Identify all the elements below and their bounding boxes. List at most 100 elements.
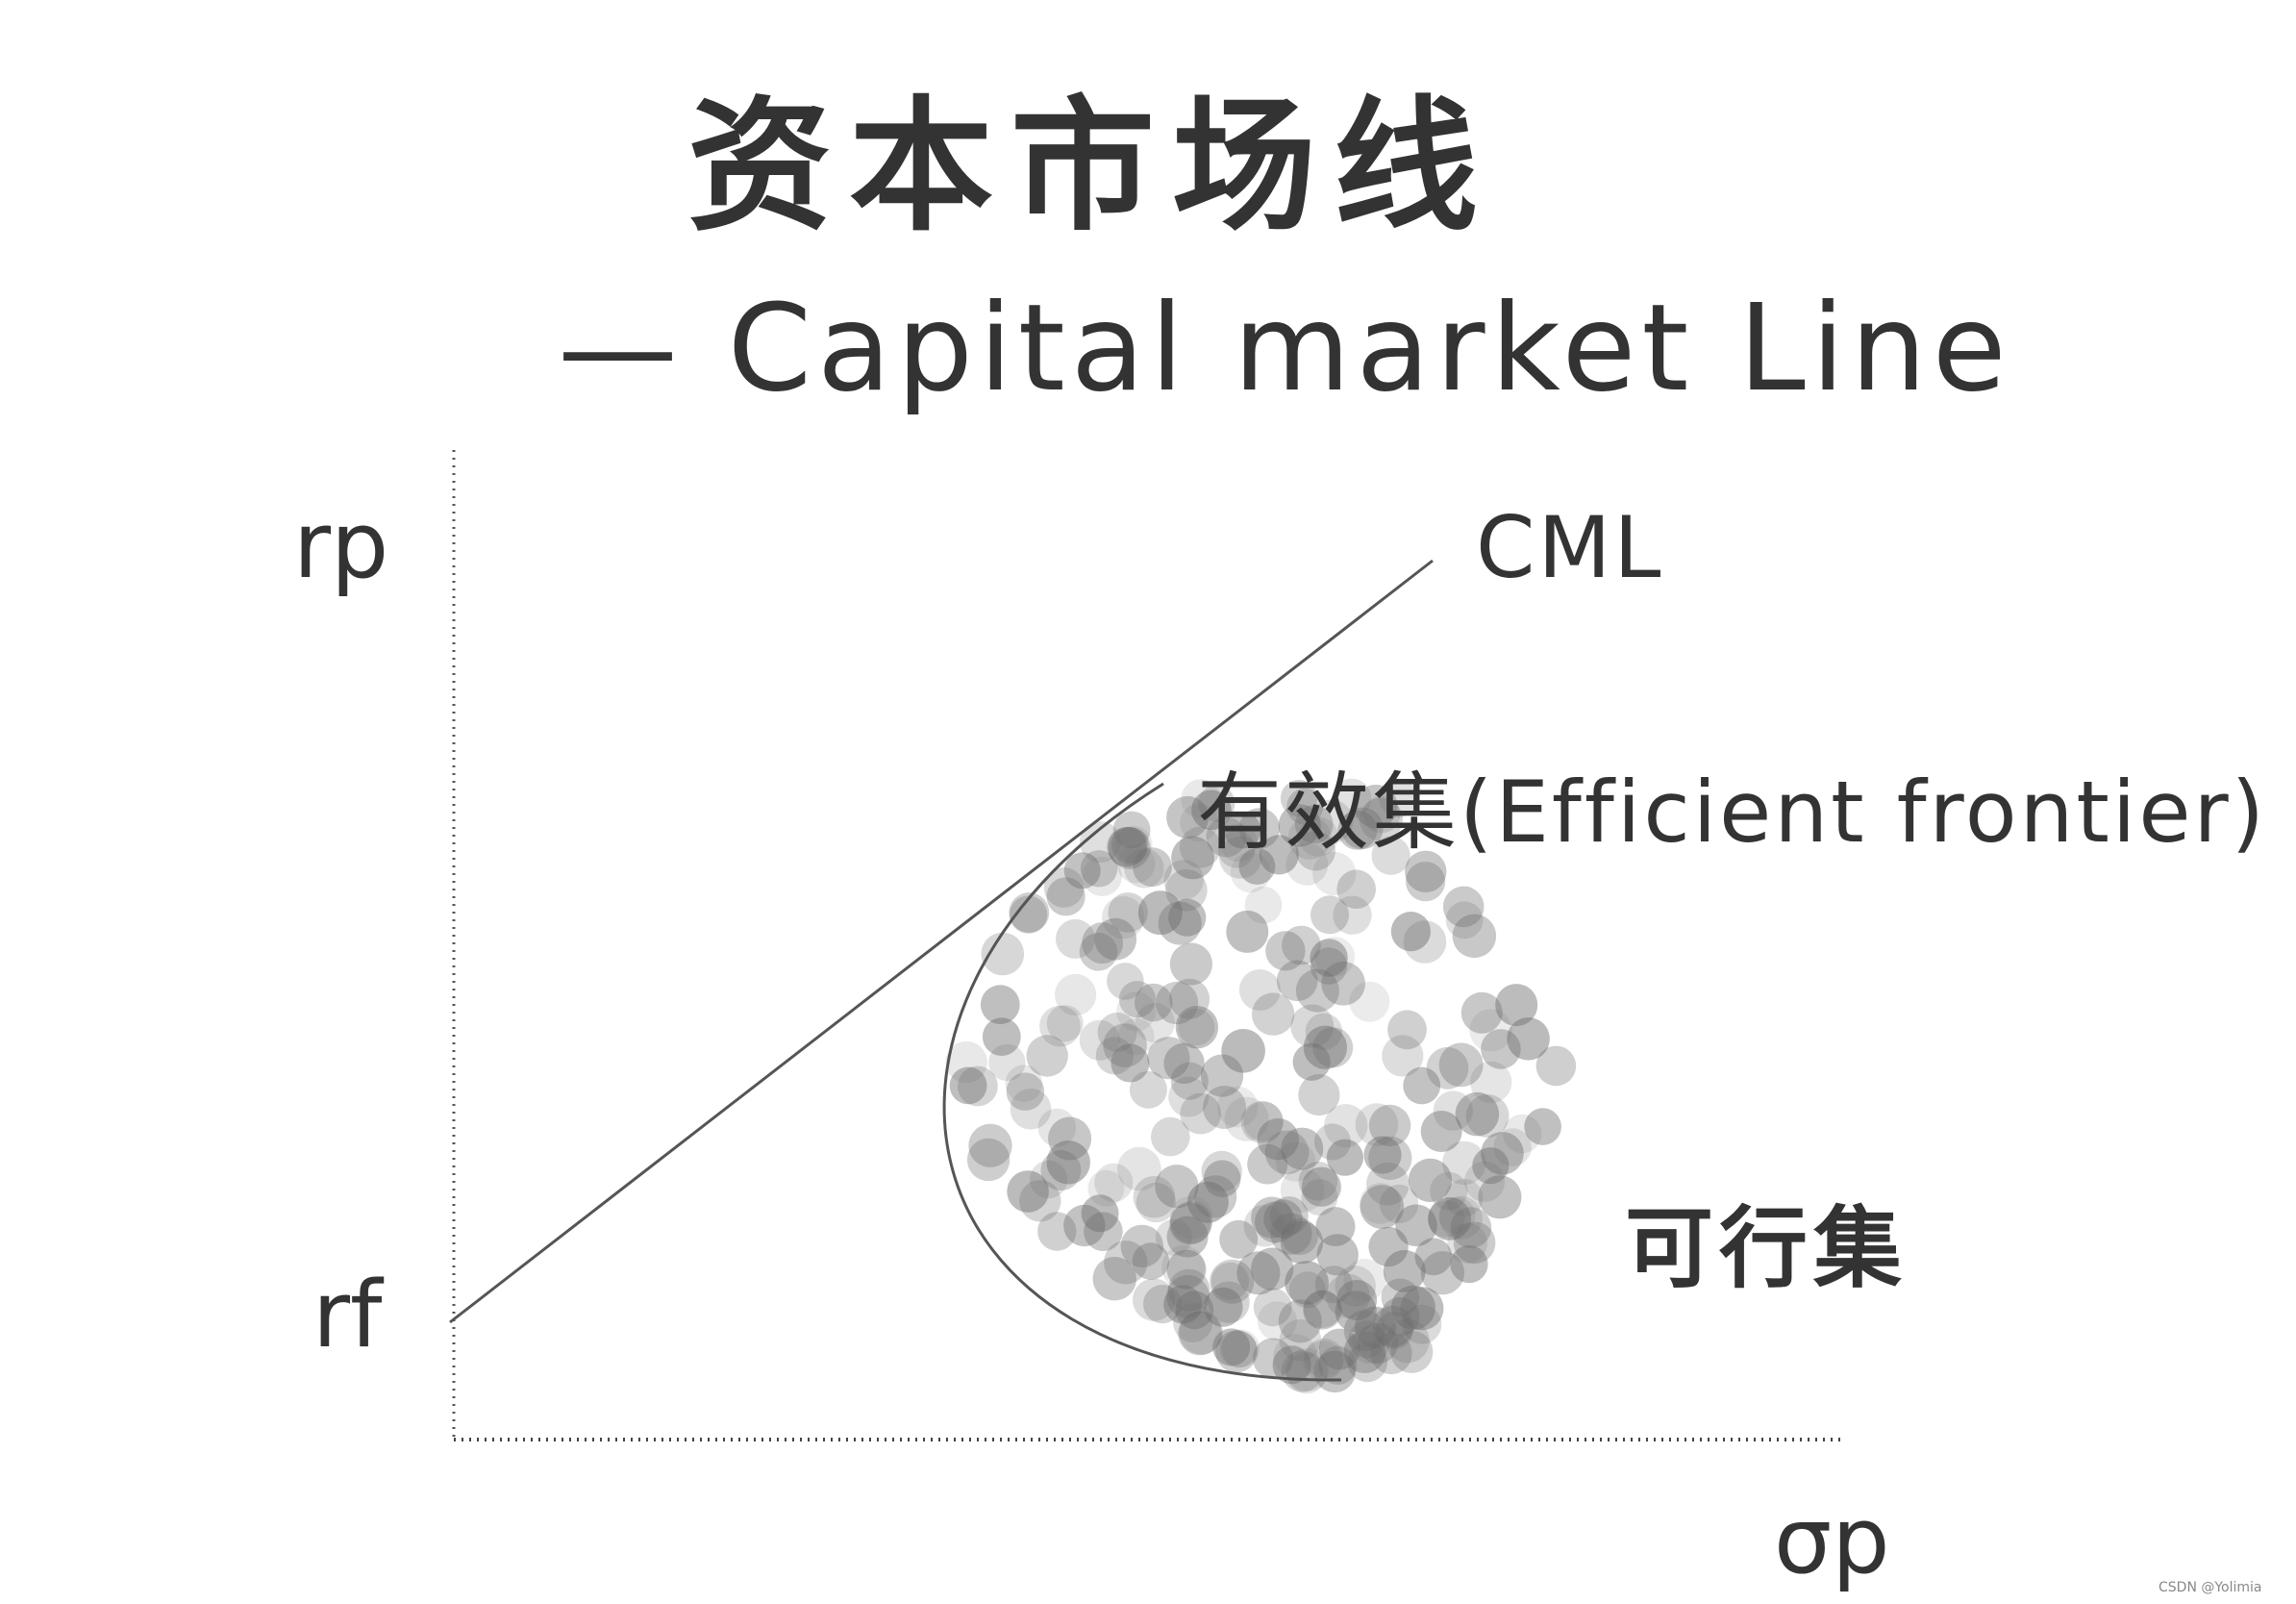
portfolio-dot — [1481, 1029, 1521, 1069]
portfolio-dot — [1270, 1213, 1312, 1255]
portfolio-dot — [1360, 1185, 1405, 1229]
portfolio-dot — [1390, 1330, 1434, 1373]
portfolio-dot — [1405, 850, 1447, 892]
portfolio-dot — [1048, 1116, 1092, 1161]
portfolio-dot — [1305, 1013, 1343, 1050]
portfolio-dot — [1403, 920, 1447, 964]
portfolio-dot — [1442, 1140, 1486, 1186]
portfolio-dot — [1269, 1196, 1309, 1236]
portfolio-dot — [1171, 836, 1214, 880]
portfolio-dot — [1224, 1096, 1269, 1141]
portfolio-dot — [1503, 1114, 1542, 1154]
portfolio-dot — [1354, 785, 1398, 829]
portfolio-dot — [1304, 1339, 1344, 1378]
portfolio-dot — [1029, 1160, 1068, 1199]
portfolio-dot — [1455, 1091, 1500, 1137]
portfolio-dot — [1390, 1285, 1435, 1330]
portfolio-dot — [1255, 1201, 1296, 1243]
portfolio-dot — [1136, 1182, 1177, 1223]
portfolio-dot — [1216, 1086, 1259, 1128]
portfolio-dot — [1450, 1245, 1488, 1284]
portfolio-dot — [1332, 778, 1372, 818]
portfolio-dot — [1210, 1259, 1255, 1304]
portfolio-dot — [1258, 1301, 1297, 1341]
portfolio-dot — [1201, 1150, 1242, 1192]
portfolio-dot — [1203, 1086, 1246, 1129]
portfolio-dot — [1280, 1220, 1324, 1265]
portfolio-dot — [1360, 1183, 1401, 1224]
portfolio-dot — [1201, 1054, 1244, 1097]
portfolio-dot — [1170, 1062, 1209, 1100]
portfolio-dot — [1257, 1118, 1300, 1161]
portfolio-dot — [1403, 1066, 1441, 1105]
portfolio-dot — [1116, 991, 1157, 1032]
portfolio-dot — [1303, 1341, 1343, 1382]
portfolio-dot — [1400, 1287, 1444, 1331]
portfolio-dot — [1163, 1285, 1203, 1324]
portfolio-dot — [1298, 816, 1338, 857]
portfolio-dot — [1117, 1018, 1155, 1056]
portfolio-dot — [1445, 901, 1484, 940]
portfolio-dot — [1095, 1037, 1134, 1075]
portfolio-dot — [1115, 825, 1153, 864]
portfolio-dot — [1043, 867, 1085, 908]
portfolio-dot — [1203, 1160, 1241, 1197]
portfolio-dot — [1210, 1262, 1249, 1300]
portfolio-dot — [1079, 821, 1121, 864]
portfolio-dot — [1303, 1290, 1342, 1330]
portfolio-dot — [1465, 1094, 1510, 1138]
portfolio-dot — [1238, 969, 1281, 1011]
portfolio-dot — [1336, 869, 1376, 909]
portfolio-dot — [1318, 1328, 1360, 1370]
portfolio-dot — [1402, 1304, 1442, 1344]
portfolio-dot — [1314, 1266, 1353, 1304]
portfolio-dot — [1303, 1025, 1347, 1069]
capital-market-line — [449, 559, 1434, 1324]
portfolio-dot — [1079, 933, 1118, 971]
portfolio-dot — [1383, 1249, 1426, 1292]
portfolio-dot — [1414, 1238, 1453, 1276]
portfolio-dot — [1208, 1281, 1250, 1323]
portfolio-dot — [1312, 1027, 1354, 1068]
portfolio-dot — [1285, 1261, 1329, 1305]
portfolio-dot — [1097, 1012, 1137, 1052]
portfolio-dot — [1351, 1325, 1389, 1365]
portfolio-dot — [1055, 973, 1097, 1016]
portfolio-dot — [1281, 1127, 1324, 1170]
portfolio-dot — [1535, 1045, 1577, 1087]
portfolio-dot — [1219, 836, 1262, 879]
portfolio-dot — [1219, 1219, 1259, 1259]
portfolio-dot — [1279, 1318, 1322, 1362]
portfolio-dot — [1368, 1136, 1412, 1180]
portfolio-dot — [1273, 1334, 1318, 1379]
portfolio-dot — [1151, 1116, 1190, 1157]
portfolio-dot — [1082, 922, 1124, 965]
portfolio-dot — [1343, 1310, 1385, 1352]
portfolio-dot — [1094, 917, 1137, 961]
portfolio-dot — [981, 932, 1025, 976]
portfolio-dot — [1360, 797, 1403, 841]
portfolio-dot — [1080, 850, 1118, 888]
portfolio-dot — [1438, 1197, 1476, 1235]
portfolio-dot — [1452, 914, 1497, 958]
portfolio-dot — [1186, 1181, 1229, 1223]
portfolio-dot — [949, 1066, 987, 1105]
portfolio-dot — [1175, 1291, 1214, 1330]
portfolio-dot — [1337, 810, 1378, 850]
portfolio-dot — [1450, 1207, 1492, 1248]
portfolio-dot — [1094, 1163, 1134, 1202]
portfolio-dot — [1478, 1175, 1522, 1219]
portfolio-dot — [1168, 1076, 1210, 1117]
portfolio-dot — [1212, 1328, 1251, 1366]
portfolio-dot — [1009, 892, 1050, 933]
portfolio-dot — [988, 1043, 1026, 1082]
portfolio-dot — [1264, 1130, 1310, 1175]
portfolio-dot — [1309, 799, 1354, 844]
portfolio-dot — [1082, 856, 1122, 896]
portfolio-dot — [1310, 939, 1348, 977]
portfolio-dot — [1221, 1329, 1260, 1367]
portfolio-dot — [1481, 1132, 1524, 1175]
portfolio-dot — [1438, 1042, 1484, 1088]
portfolio-dot — [1010, 895, 1048, 934]
